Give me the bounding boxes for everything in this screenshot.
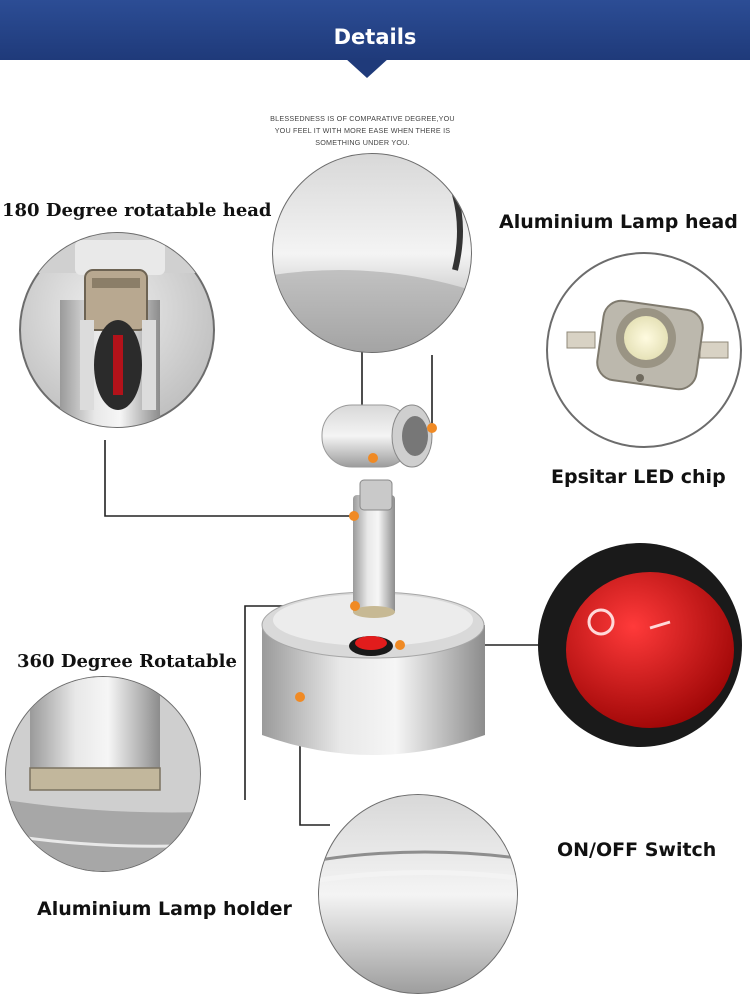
label-rotatable-base: 360 Degree Rotatable <box>17 651 237 672</box>
label-lamp-head: Aluminium Lamp head <box>499 211 738 233</box>
marker-dot <box>350 601 360 611</box>
lamp-head-detail-icon <box>272 153 472 353</box>
spotlight-product-icon <box>261 404 485 755</box>
rotation-ring-detail-icon <box>5 676 201 872</box>
rotatable-head-detail-icon <box>19 232 215 428</box>
quote-line: YOU FEEL IT WITH MORE EASE WHEN THERE IS <box>274 126 451 135</box>
banner-notch <box>345 58 389 78</box>
marker-dot <box>427 423 437 433</box>
label-rotatable-head: 180 Degree rotatable head <box>2 200 272 221</box>
led-chip-detail-icon <box>546 252 742 448</box>
header-banner <box>0 0 750 60</box>
switch-detail-icon <box>538 543 742 747</box>
label-switch: ON/OFF Switch <box>557 839 717 861</box>
marker-dot <box>349 511 359 521</box>
lamp-holder-detail-icon <box>318 794 518 994</box>
marker-dot <box>395 640 405 650</box>
marker-dot <box>368 453 378 463</box>
marker-dot <box>295 692 305 702</box>
marker-dots <box>295 423 437 702</box>
quote-line: SOMETHING UNDER YOU. <box>315 138 410 147</box>
quote-line: BLESSEDNESS IS OF COMPARATIVE DEGREE,YOU <box>270 114 455 123</box>
page-title: Details <box>333 25 417 49</box>
quote-text: BLESSEDNESS IS OF COMPARATIVE DEGREE,YOU… <box>255 113 470 149</box>
label-lamp-holder: Aluminium Lamp holder <box>37 898 292 920</box>
label-led-chip: Epsitar LED chip <box>551 466 726 488</box>
